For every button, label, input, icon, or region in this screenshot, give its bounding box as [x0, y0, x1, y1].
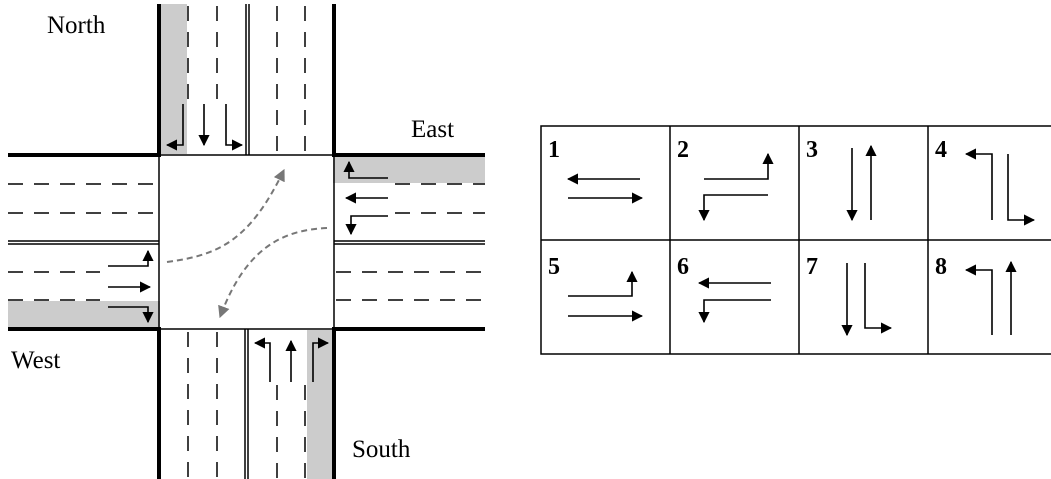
west-shaded-lane — [8, 301, 160, 328]
phase-number: 7 — [806, 254, 818, 280]
phase-cell-6: 6 — [677, 254, 771, 324]
phase-cell-4: 4 — [935, 137, 1036, 226]
south-shaded-lane — [307, 330, 334, 479]
phase-grid — [540, 125, 1051, 355]
north-lane-arrows — [165, 104, 244, 151]
intersection: North East West South — [8, 4, 485, 479]
northbound-left-arrow — [964, 264, 993, 335]
intersection-box — [158, 154, 335, 330]
westbound-left-arrow — [698, 299, 771, 324]
phase-number: 8 — [935, 254, 947, 280]
northbound-left-arrow — [964, 148, 993, 220]
medians — [8, 4, 485, 479]
east-lane-arrows — [343, 160, 388, 236]
phase-number: 1 — [548, 137, 560, 163]
phase-cell-7: 7 — [806, 254, 893, 337]
west-lane-arrows — [108, 249, 154, 324]
east-label: East — [411, 116, 454, 143]
eastbound-left-arrow — [704, 152, 774, 180]
southbound-left-arrow — [1007, 154, 1036, 226]
phase-cell-5: 5 — [548, 254, 644, 322]
north-label: North — [47, 12, 106, 39]
phase-number: 6 — [677, 254, 689, 280]
lane-dividers — [8, 6, 485, 479]
phase-number: 4 — [935, 137, 947, 163]
phase-table: 1 2 3 4 5 6 — [540, 125, 1051, 355]
west-label: West — [11, 347, 60, 374]
eastbound-left-arrow — [568, 270, 638, 297]
southbound-left-arrow — [864, 263, 893, 334]
turning-paths — [166, 168, 328, 319]
phase-cell-3: 3 — [806, 137, 877, 222]
phase-number: 5 — [548, 254, 560, 280]
phase-cell-2: 2 — [677, 137, 774, 222]
phase-number: 3 — [806, 137, 818, 163]
east-shaded-lane — [333, 156, 485, 183]
south-label: South — [352, 436, 411, 463]
phase-cell-1: 1 — [548, 137, 644, 204]
phase-number: 2 — [677, 137, 689, 163]
westbound-left-arrow — [698, 194, 768, 222]
south-lane-arrows — [253, 337, 330, 382]
phase-cell-8: 8 — [935, 254, 1017, 335]
